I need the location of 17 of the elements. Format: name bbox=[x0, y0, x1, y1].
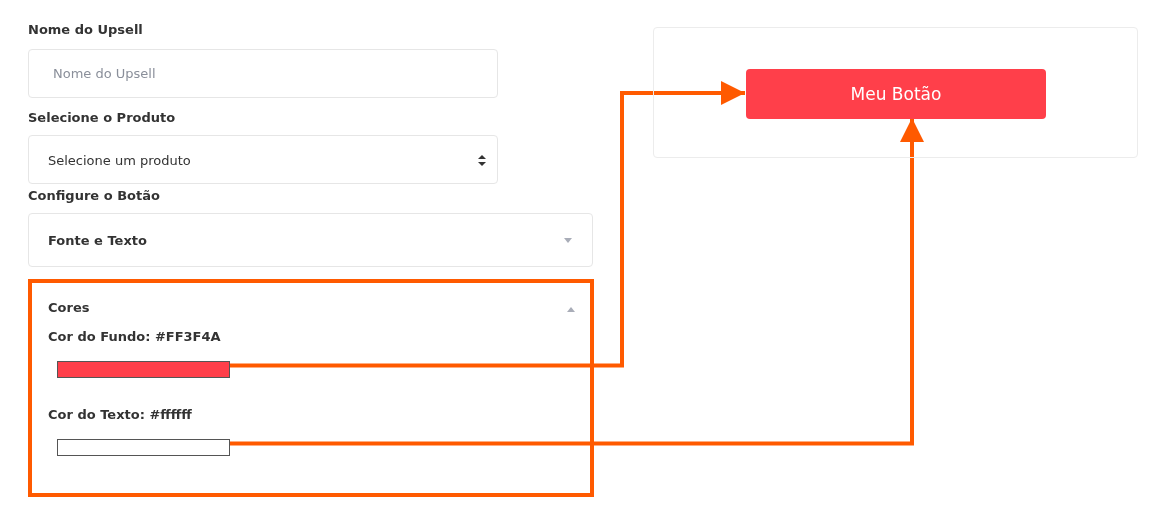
field-label: Cor do Texto: #ffffff bbox=[48, 407, 192, 422]
text-input-field bbox=[28, 49, 498, 98]
accordion-title: Fonte e Texto bbox=[48, 233, 147, 248]
preview-button: Meu Botão bbox=[746, 69, 1046, 119]
field-label: Configure o Botão bbox=[28, 188, 160, 203]
color-swatch bbox=[57, 361, 230, 378]
select-dropdown bbox=[28, 135, 498, 184]
accordion-title: Cores bbox=[48, 300, 90, 315]
color-swatch bbox=[57, 439, 230, 456]
accordion-header bbox=[28, 213, 593, 267]
placeholder-text: Nome do Upsell bbox=[53, 66, 156, 81]
highlight-frame bbox=[28, 279, 594, 497]
select-text: Selecione um produto bbox=[48, 153, 191, 168]
field-label: Selecione o Produto bbox=[28, 110, 176, 125]
field-label: Nome do Upsell bbox=[28, 22, 143, 37]
preview-panel bbox=[653, 27, 1138, 158]
field-label: Cor do Fundo: #FF3F4A bbox=[48, 329, 221, 344]
